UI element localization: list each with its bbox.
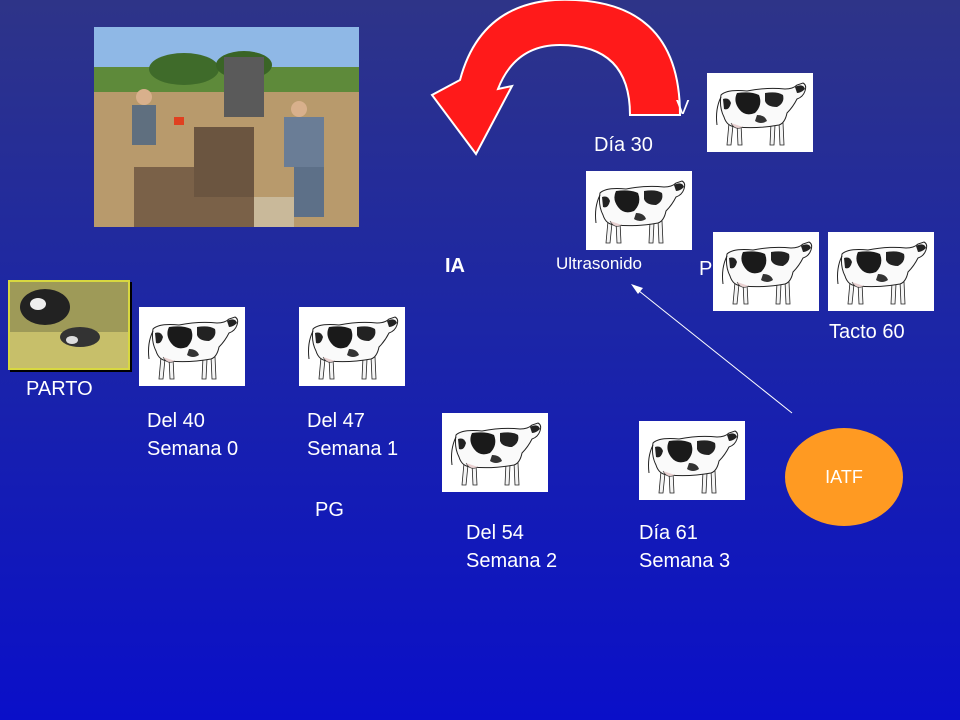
label-tacto60: Tacto 60 <box>829 321 905 343</box>
holstein-cow-icon <box>442 413 548 492</box>
holstein-cow-icon <box>139 307 245 386</box>
label-iatf: IATF <box>825 466 863 487</box>
label-ia: IA <box>445 255 465 277</box>
label-semana1: Semana 1 <box>307 438 399 460</box>
label-del40: Del 40 <box>147 410 205 432</box>
holstein-cow-icon <box>586 171 692 250</box>
holstein-cow-icon <box>639 421 745 500</box>
holstein-cow-icon <box>713 232 819 311</box>
label-v: V <box>676 97 690 119</box>
label-parto: PARTO <box>26 378 93 400</box>
label-pg: PG <box>315 499 344 521</box>
birth-photo-frame <box>8 280 130 370</box>
holstein-cow-icon <box>828 232 934 311</box>
holstein-cow-icon <box>707 73 813 152</box>
farm-photo <box>94 27 359 227</box>
label-dia61: Día 61 <box>639 522 698 544</box>
label-dia30: Día 30 <box>594 134 653 156</box>
farm-photo-illustration <box>94 27 359 227</box>
curved-arrow-icon <box>430 0 682 156</box>
label-p: P <box>699 258 713 280</box>
label-semana0: Semana 0 <box>147 438 239 460</box>
pointer-arrow <box>631 284 793 414</box>
label-del54: Del 54 <box>466 522 524 544</box>
label-semana2: Semana 2 <box>466 550 558 572</box>
iatf-circle: IATF <box>785 428 903 526</box>
label-semana3: Semana 3 <box>639 550 731 572</box>
birth-photo <box>10 282 128 368</box>
label-del47: Del 47 <box>307 410 365 432</box>
holstein-cow-icon <box>299 307 405 386</box>
label-ultrasonido: Ultrasonido <box>556 254 642 273</box>
